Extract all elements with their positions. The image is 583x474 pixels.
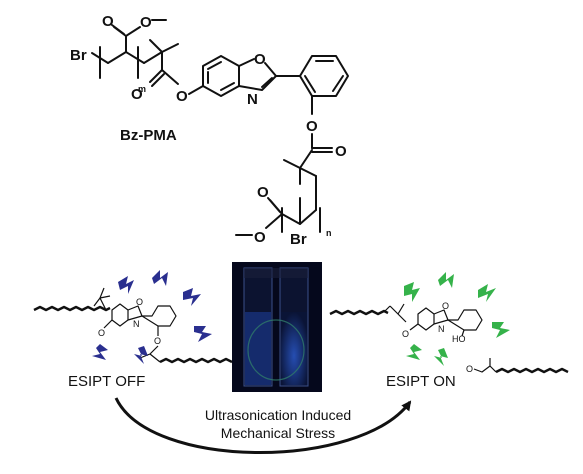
hydroxyl-label: HO — [452, 334, 466, 344]
cuvette-photo — [232, 262, 322, 392]
molecule-name: Bz-PMA — [120, 127, 177, 144]
lightning-emission-icon — [118, 276, 134, 294]
on-emission-bolts — [404, 272, 510, 366]
on-upper-ester — [383, 303, 407, 323]
esipt-off-label: ESIPT OFF — [68, 373, 145, 390]
carbonyl-right — [311, 147, 333, 153]
process-label-line2: Mechanical Stress — [221, 425, 335, 441]
oxazole-co — [238, 58, 255, 67]
polymer-chain-on-left — [329, 309, 389, 316]
repeat-n-label: n — [326, 228, 332, 238]
bz-pma-structure: Br m O O O O O N O — [70, 13, 349, 248]
quat-bond — [143, 51, 163, 64]
oxygen-carbonyl-lower: O — [131, 86, 143, 103]
cuvette-holder-reflection — [247, 319, 305, 381]
carbonyl-lower — [149, 69, 165, 87]
lightning-emission-icon — [438, 272, 454, 288]
off-emission-bolts — [92, 270, 212, 364]
off-phenyl-oxygen: O — [154, 336, 161, 346]
oxygen-carbonyl-top: O — [102, 13, 114, 30]
esipt-on-label: ESIPT ON — [386, 373, 456, 390]
off-oxazole — [127, 305, 143, 321]
esipt-on-molecule: O N O HO O ESIPT ON — [329, 272, 569, 390]
lightning-emission-icon — [194, 326, 212, 342]
on-phenyl-ring — [447, 309, 483, 331]
on-benzoxazole-ring — [417, 307, 435, 331]
oxygen-ester-top: O — [140, 14, 152, 31]
oxygen-ester-link: O — [176, 88, 188, 105]
quat2-methyls — [283, 159, 317, 185]
ester-n-o — [265, 213, 283, 229]
oxazole-double — [261, 77, 273, 88]
oxazole-nitrogen-label: N — [247, 91, 258, 108]
ester-o-bond — [125, 26, 141, 37]
lightning-emission-icon — [434, 348, 448, 366]
cleaved-fragment — [473, 358, 497, 373]
off-benzoxazole-ring — [111, 303, 129, 327]
lightning-emission-icon — [492, 322, 510, 338]
bromine-top-label: Br — [70, 47, 87, 64]
polymer-chain-left — [33, 305, 111, 312]
oxygen-ester-n: O — [254, 229, 266, 246]
backbone-n — [299, 197, 317, 225]
polymer-chain-off-right — [159, 357, 233, 364]
phenol-link — [188, 85, 204, 95]
carbonyl-n — [267, 197, 283, 215]
lightning-emission-icon — [152, 270, 168, 286]
benzene-double-bonds — [207, 61, 235, 91]
off-ester-oxygen: O — [98, 328, 105, 338]
on-ester-oxygen: O — [402, 329, 409, 339]
on-hydroxyl-bond — [461, 329, 465, 337]
lightning-emission-icon — [404, 282, 420, 302]
off-oxazole-nitrogen: N — [133, 319, 140, 329]
esipt-off-molecule: O N O O ESIPT OFF — [33, 270, 233, 390]
lightning-emission-icon — [92, 344, 108, 360]
lightning-emission-icon — [406, 344, 422, 360]
lightning-emission-icon — [183, 288, 201, 306]
phenyl-double-bonds — [304, 60, 344, 93]
bracket-n — [281, 207, 321, 233]
quat-methyls — [149, 39, 179, 71]
off-lower-ester — [139, 345, 161, 363]
on-oxazole-nitrogen: N — [438, 324, 445, 334]
repeat-m-label: m — [138, 84, 146, 94]
off-ester-link — [103, 319, 113, 329]
carbonyl-up — [111, 24, 127, 37]
lightning-emission-icon — [478, 284, 496, 302]
bromine-bottom-label: Br — [290, 231, 307, 248]
oxazole-ring — [238, 62, 277, 91]
cuvette-right-glow — [281, 312, 307, 385]
off-phenyl-ring — [141, 305, 177, 327]
process-label-line1: Ultrasonication Induced — [205, 407, 351, 423]
process-arrow: Ultrasonication Induced Mechanical Stres… — [114, 397, 412, 454]
ester-n-bond — [281, 213, 301, 225]
curved-arrow-icon — [114, 397, 412, 454]
oxygen-carbonyl-right: O — [335, 143, 347, 160]
lightning-emission-icon — [134, 346, 148, 364]
on-oxazole — [433, 309, 449, 325]
cuvette-tops — [244, 268, 308, 278]
cleaved-carbonyl-oxygen: O — [466, 364, 473, 374]
polymer-chain-on-right — [495, 367, 569, 374]
oxazole-oxygen-label: O — [254, 51, 266, 68]
on-oxazole-oxygen: O — [442, 301, 449, 311]
off-upper-ester — [93, 287, 111, 311]
on-ester-link — [409, 323, 419, 331]
off-oxazole-oxygen: O — [136, 297, 143, 307]
oxygen-phenyl-ester: O — [306, 118, 318, 135]
quat2-bond — [299, 149, 313, 169]
ester-link — [161, 69, 179, 85]
cuvette-left-glow — [245, 312, 271, 385]
oxygen-carbonyl-n: O — [257, 184, 269, 201]
